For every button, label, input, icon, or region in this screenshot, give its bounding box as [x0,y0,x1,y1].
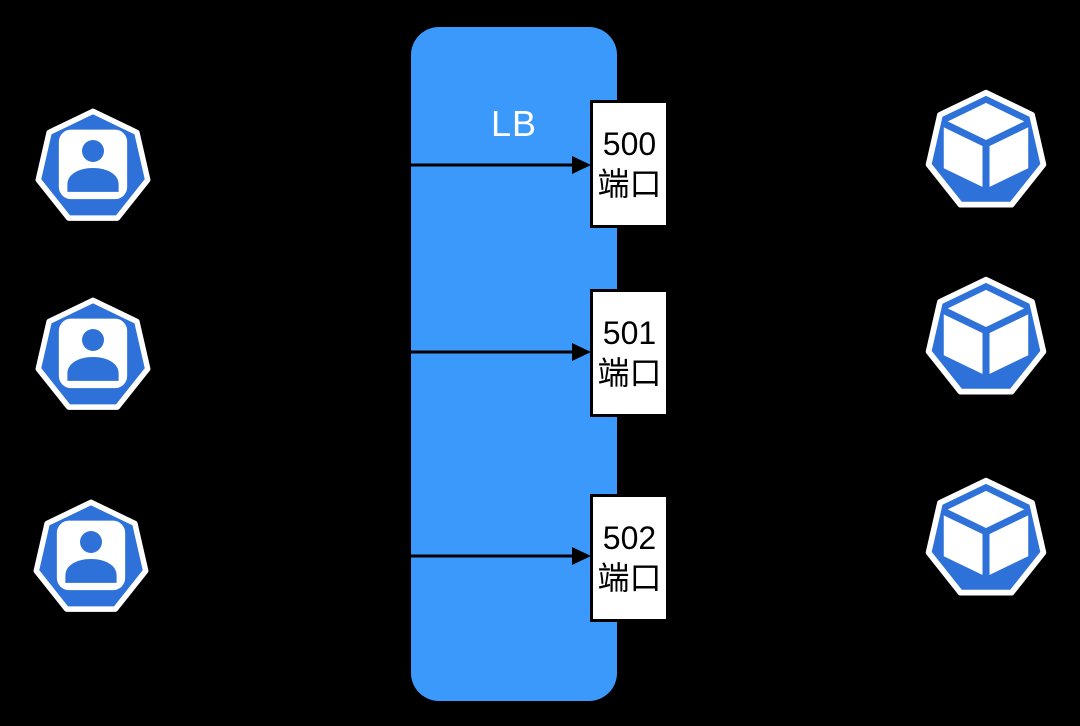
port-number: 502 [602,520,657,556]
port-box-500: 500 端口 [590,100,669,228]
port-unit: 端口 [597,166,662,202]
port-number: 500 [602,126,657,162]
cube-icon [925,477,1047,596]
port-box-501: 501 端口 [590,289,669,417]
user-icon [35,108,151,221]
user-icon [35,297,151,410]
cube-icon [925,89,1047,208]
user-icon [33,499,149,612]
load-balancer-label: LB [490,103,538,144]
port-unit: 端口 [597,355,662,391]
port-number: 501 [602,315,657,351]
port-box-502: 502 端口 [590,494,669,622]
cube-icon [925,276,1047,395]
load-balancer [411,27,617,701]
port-unit: 端口 [597,560,662,596]
